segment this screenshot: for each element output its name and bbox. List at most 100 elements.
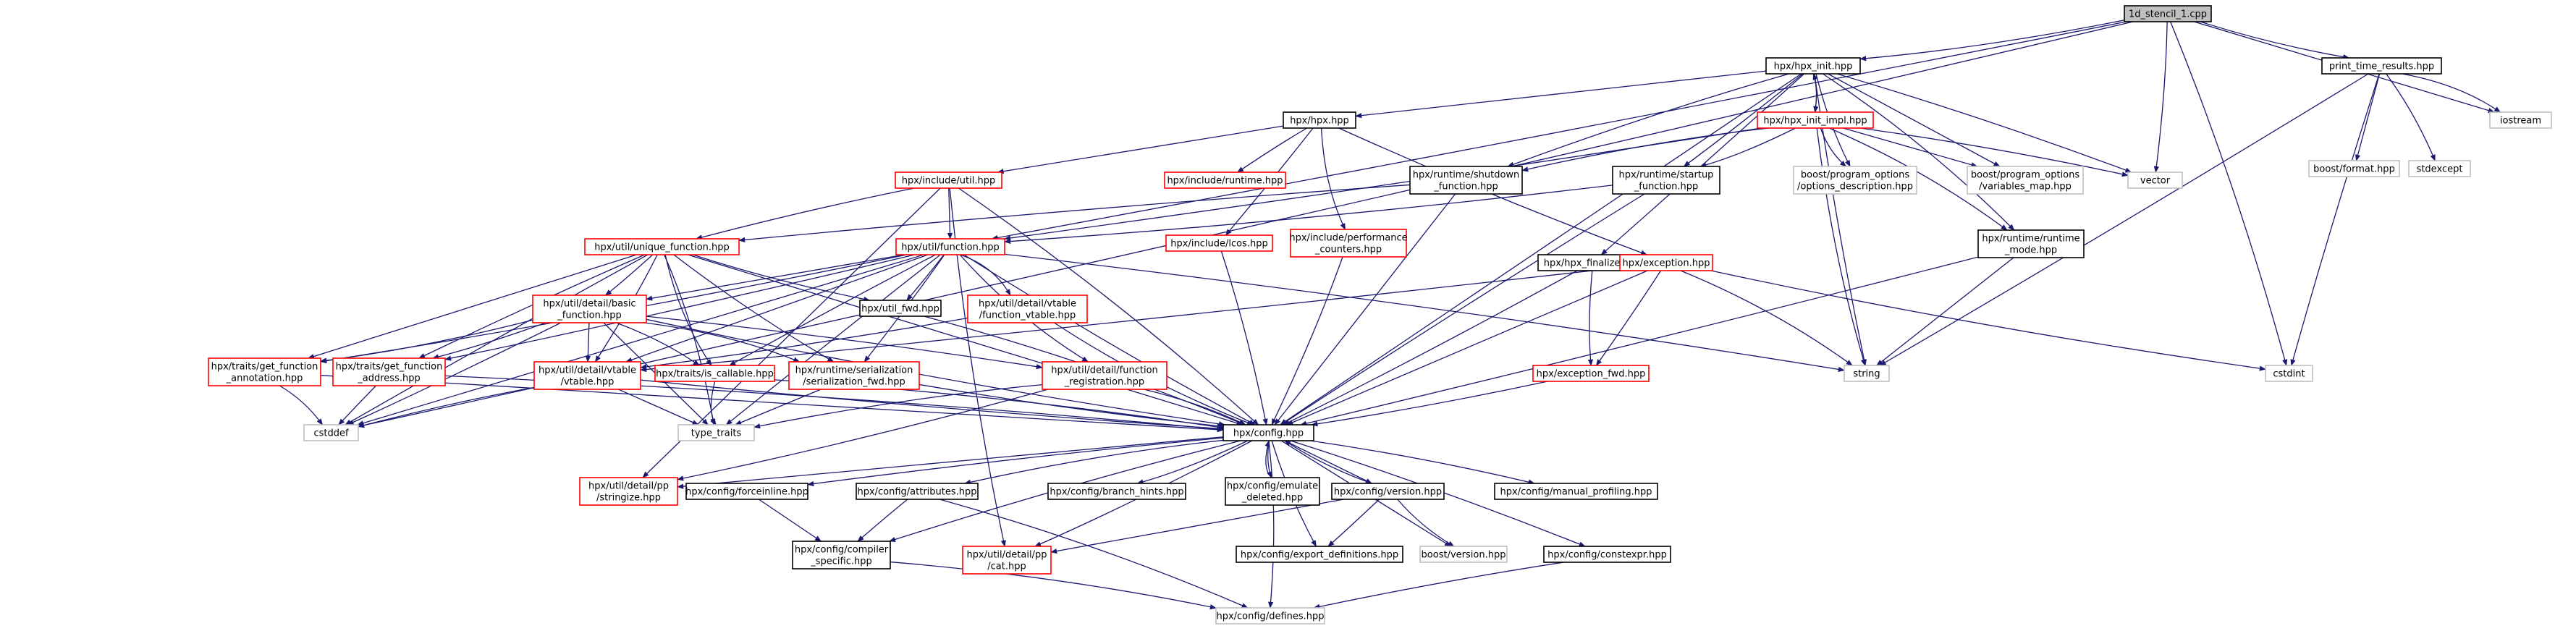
edge-basic_function-to-get_fn_address [432,322,546,360]
node-label: hpx/hpx_init.hpp [1774,62,1853,72]
node-rt-mode[interactable]: hpx/runtime/runtime_mode.hpp [1977,229,2085,258]
edge-unique_function-to-basic_function [604,254,654,296]
node-include-util[interactable]: hpx/include/util.hpp [895,171,1002,189]
node-label: cstdint [2273,369,2305,380]
node-label: type_traits [691,428,742,439]
edge-get_fn_annotation-to-cstddef [279,385,323,425]
node-emulate-deleted[interactable]: hpx/config/emulate_deleted.hpp [1225,477,1320,506]
node-include-lcos[interactable]: hpx/include/lcos.hpp [1165,234,1273,252]
node-vtable[interactable]: hpx/util/detail/vtable/vtable.hpp [533,361,641,390]
edge-attributes-to-defines [939,499,1249,609]
header-nodes: 1d_stencil_1.cpp hpx/hpx_init.hpp print_ti… [208,5,2552,624]
edge-vtable-to-config [640,379,1224,431]
node-export-defs[interactable]: hpx/config/export_definitions.hpp [1236,546,1403,563]
node-exception-fwd[interactable]: hpx/exception_fwd.hpp [1532,365,1650,382]
edge-config-to-defines [1267,440,1275,609]
node-string: string [1844,365,1890,382]
edge-unique_function-to-is_callable [664,254,712,366]
node-include-runtime[interactable]: hpx/include/runtime.hpp [1164,171,1286,189]
edge-include_util-to-util_function [947,187,953,240]
node-box [1236,546,1403,563]
edge-cfg_version-to-export_defs [1327,499,1380,547]
edge-util_function-to-type_traits [725,254,941,425]
node-label: stdexcept [2417,164,2463,175]
node-manual-profiling[interactable]: hpx/config/manual_profiling.hpp [1494,483,1658,500]
node-label: hpx/util/detail/basic [543,299,635,310]
node-unique-function[interactable]: hpx/util/unique_function.hpp [584,238,740,255]
edge-rt_mode-to-string [1876,257,2014,366]
node-box [1612,166,1720,195]
node-branch-hints[interactable]: hpx/config/branch_hints.hpp [1047,483,1186,500]
node-serialization-fwd[interactable]: hpx/runtime/serialization/serialization_… [788,361,920,390]
edge-hpx_init-to-rt_mode [1823,73,2015,231]
edge-basic_function-to-vtable [585,322,591,363]
node-box [788,361,920,390]
edge-hpx_init_impl-to-hpx_init [1812,73,1818,113]
node-box [1757,111,1874,129]
node-box [2489,111,2552,129]
node-box [584,238,740,255]
edge-serialization_fwd-to-type_traits [735,389,822,425]
node-hpx-init-impl[interactable]: hpx/hpx_init_impl.hpp [1757,111,1874,129]
node-exception[interactable]: hpx/exception.hpp [1619,254,1713,271]
node-get-fn-annotation[interactable]: hpx/traits/get_function_annotation.hpp [208,357,321,386]
node-is-callable[interactable]: hpx/traits/is_callable.hpp [654,365,775,382]
node-pp-stringize[interactable]: hpx/util/detail/pp/stringize.hpp [579,477,678,506]
node-label: /vtable.hpp [561,377,615,388]
edge-include_lcos-to-config [1220,250,1268,425]
node-fn-registration[interactable]: hpx/util/detail/function_registration.hp… [1042,361,1167,390]
edge-print_time-to-stdexcept [2386,73,2436,161]
node-hpx-hpp[interactable]: hpx/hpx.hpp [1283,111,1356,129]
node-attributes[interactable]: hpx/config/attributes.hpp [856,483,979,500]
node-util-function[interactable]: hpx/util/function.hpp [895,238,1005,255]
edge-cfg_version-to-boost_version [1397,499,1455,547]
edge-rt_shutdown-to-config [1274,193,1456,425]
node-hpx-init[interactable]: hpx/hpx_init.hpp [1765,57,1861,75]
node-label: hpx/config/defines.hpp [1216,611,1324,622]
edge-emulate_deleted-to-config [1264,440,1272,478]
node-label: /serialization_fwd.hpp [803,377,905,388]
node-box [2408,160,2471,177]
node-rt-startup[interactable]: hpx/runtime/startup_function.hpp [1612,166,1720,195]
node-cfg-version[interactable]: hpx/config/version.hpp [1331,483,1445,500]
edge-fn_registration-to-pp_stringize [677,389,1049,481]
node-iostream: iostream [2489,111,2552,129]
node-box [1543,546,1671,563]
edge-hpx_init-to-config [1280,73,1802,425]
node-box [1409,166,1523,195]
edge-hpx_init_impl-to-bpo_vmap [1843,127,1978,168]
edge-exception_fwd-to-config [1311,381,1548,427]
node-print-time[interactable]: print_time_results.hpp [2321,57,2442,75]
node-box [1047,483,1186,500]
edge-hpx_hpp-to-include_runtime [1237,127,1308,173]
node-box [1619,254,1713,271]
node-rt-shutdown[interactable]: hpx/runtime/shutdown_function.hpp [1409,166,1523,195]
node-boost-format: boost/format.hpp [2308,160,2400,177]
node-label: hpx/config/version.hpp [1334,487,1442,498]
node-forceinline[interactable]: hpx/config/forceinline.hpp [685,483,808,500]
node-box [2124,5,2212,22]
node-pp-cat[interactable]: hpx/util/detail/pp/cat.hpp [962,546,1052,575]
node-label: hpx/config/forceinline.hpp [685,487,808,498]
node-constexpr[interactable]: hpx/config/constexpr.hpp [1543,546,1671,563]
node-include-perf[interactable]: hpx/include/performance_counters.hpp [1289,229,1408,258]
node-box [1042,361,1167,390]
node-compiler-specific[interactable]: hpx/config/compiler_specific.hpp [792,541,891,569]
node-basic-function[interactable]: hpx/util/detail/basic_function.hpp [532,295,647,323]
node-config[interactable]: hpx/config.hpp [1222,424,1314,441]
node-vtable-stable[interactable]: hpx/util/detail/vtable/function_vtable.h… [967,295,1088,323]
node-get-fn-address[interactable]: hpx/traits/get_function_address.hpp [332,357,446,386]
node-label: hpx/config/emulate [1227,481,1318,492]
node-util-fwd[interactable]: hpx/util_fwd.hpp [859,300,942,317]
node-box [677,424,755,441]
node-label: /function_vtable.hpp [979,310,1076,321]
node-box [1532,365,1650,382]
node-label: hpx/include/performance [1289,233,1407,244]
node-root[interactable]: 1d_stencil_1.cpp [2124,5,2212,22]
node-label: hpx/exception.hpp [1623,258,1710,269]
edge-root-to-print_time [2200,21,2350,60]
node-box [1793,166,1917,195]
edge-print_time-to-iostream [2402,73,2501,113]
edge-unique_function-to-config [688,254,1243,426]
node-box [579,477,678,506]
